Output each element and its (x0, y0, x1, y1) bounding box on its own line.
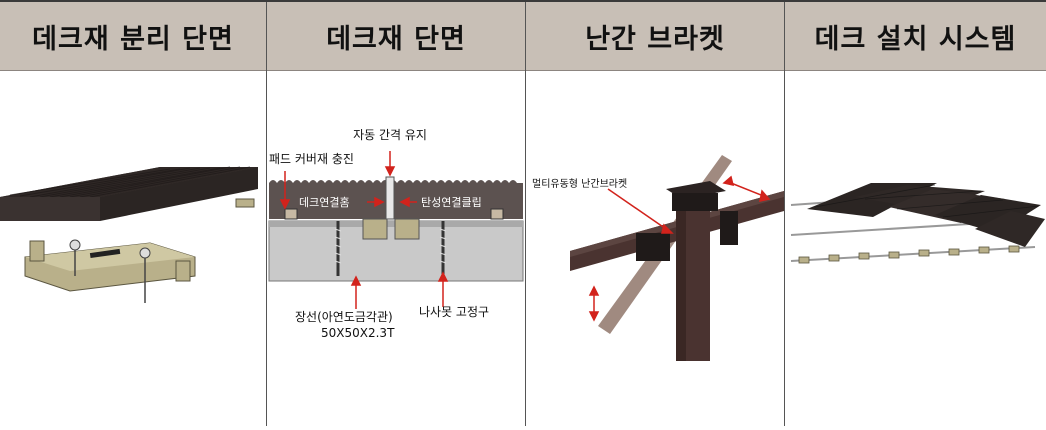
railing-bracket-illustration: 멀티유동형 난간브라켓 (526, 71, 784, 426)
label-screw-fix: 나사못 고정구 (419, 305, 489, 319)
column-title-railing-bracket: 난간 브라켓 (585, 23, 725, 55)
deck-separated-illustration (0, 71, 266, 426)
column-title-deck-system: 데크 설치 시스템 (814, 23, 1017, 55)
label-elastic-clip: 탄성연결클립 (421, 196, 482, 209)
label-pad-cover: 패드 커버재 충진 (269, 152, 354, 166)
table-header: 데크재 분리 단면 데크재 단면 난간 브라켓 데크 설치 시스템 (0, 2, 1046, 71)
column-divider (784, 2, 785, 426)
column-title-deck-section: 데크재 단면 (326, 23, 466, 55)
label-multi-bracket: 멀티유동형 난간브라켓 (532, 177, 627, 190)
deck-system-illustration (785, 71, 1046, 426)
deck-section-illustration: 자동 간격 유지 패드 커버재 충진 데크연결홈 탄성연결클립 장선(아연도금각… (267, 71, 525, 426)
column-title-deck-separated: 데크재 분리 단면 (32, 23, 234, 55)
column-divider (266, 2, 267, 426)
label-deck-connector: 데크연결홈 (299, 195, 350, 209)
label-steel-spec: 50X50X2.3T (321, 326, 395, 340)
label-auto-gap: 자동 간격 유지 (353, 128, 427, 142)
column-divider (525, 2, 526, 426)
label-steel-pipe: 장선(아연도금각관) (295, 310, 393, 324)
